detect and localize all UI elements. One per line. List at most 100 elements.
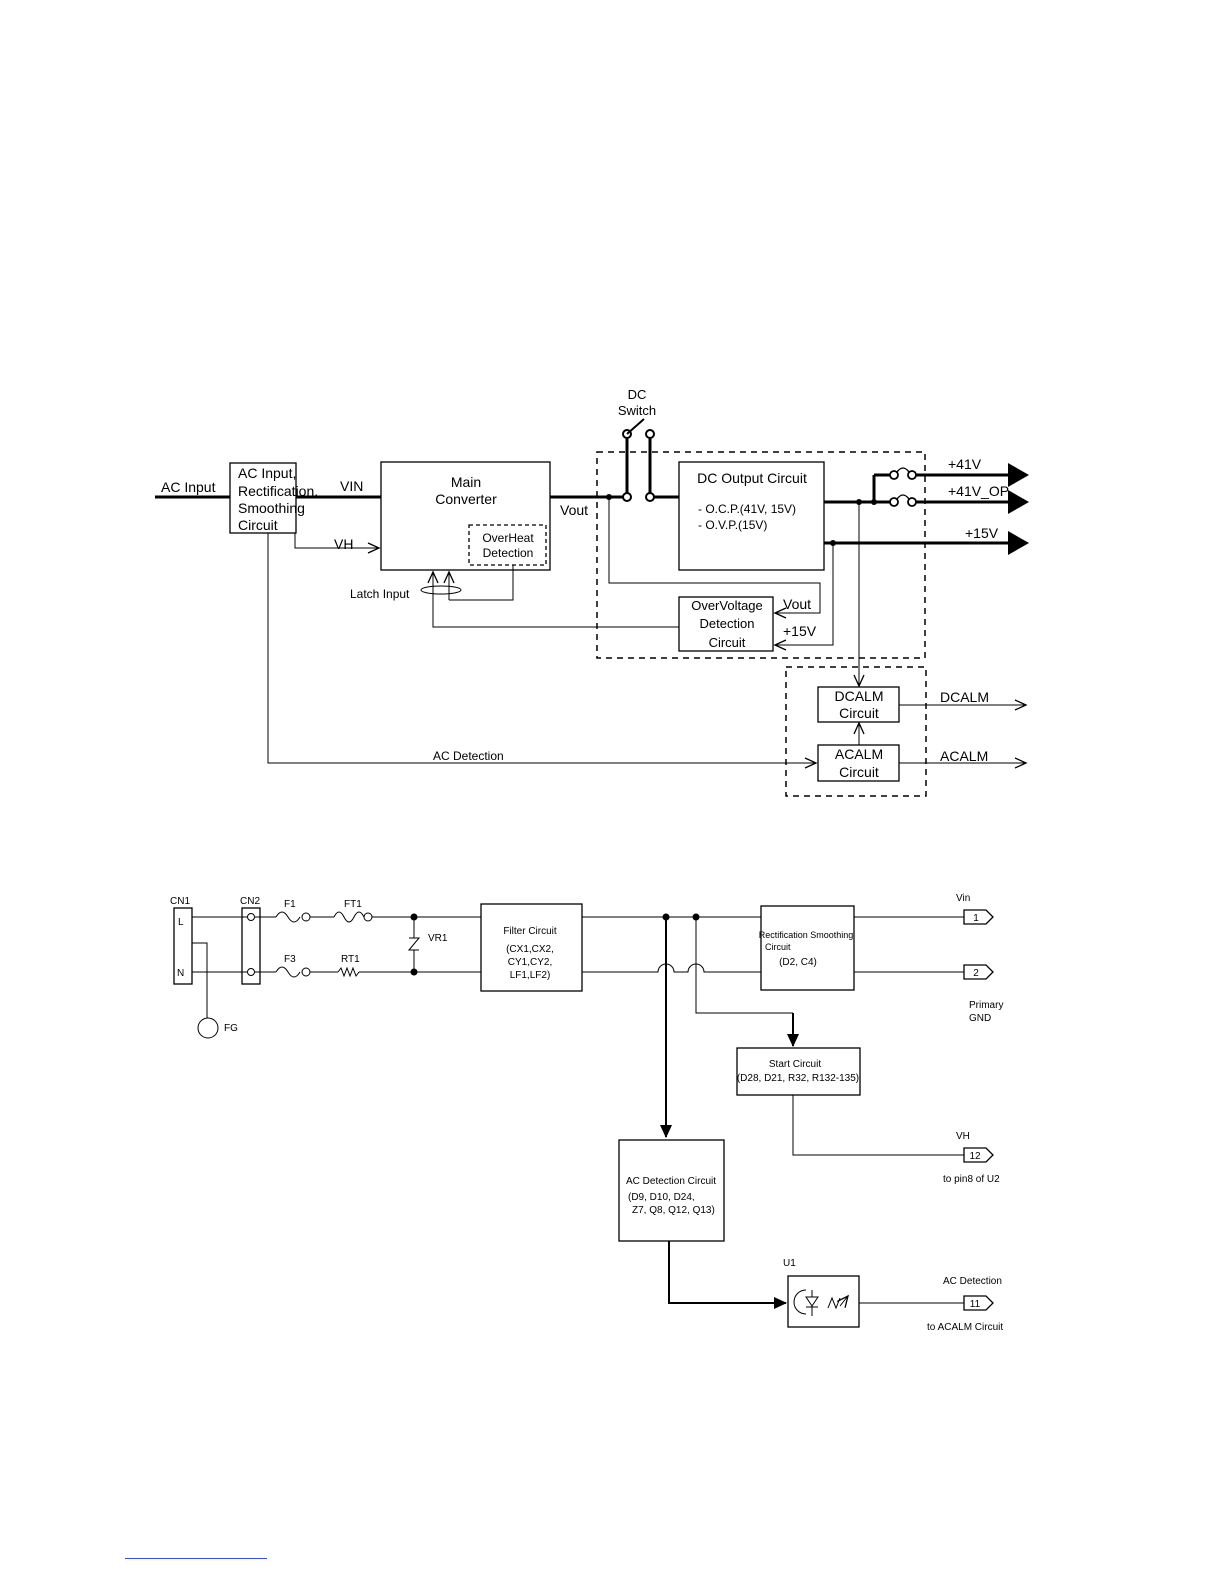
acdet-to-u1 (668, 1241, 787, 1309)
vh-out-label: VH (956, 1131, 970, 1142)
u1-bracket (793, 1289, 807, 1315)
overheat-feedback-line (449, 565, 514, 601)
vin-out-label: Vin (956, 893, 970, 904)
pin12-flag (963, 1147, 994, 1163)
ovp-vout-label: Vout (783, 596, 811, 612)
alarm-region (785, 666, 927, 797)
cn2-connector (241, 907, 261, 985)
ac-detection-line (267, 533, 818, 769)
ovp-vout-feed (608, 497, 821, 619)
f1-label: F1 (284, 899, 296, 910)
cn1-connector (173, 907, 193, 985)
dc-output-item1: - O.C.P.(41V, 15V) (698, 502, 796, 516)
rect-block (760, 905, 855, 991)
pin2-flag (963, 964, 994, 980)
out-15v-label: +15V (965, 525, 999, 541)
acdet-out-label: AC Detection (943, 1276, 1002, 1287)
rail-bottom (582, 963, 761, 973)
rect-line1: Rectification Smoothing (759, 930, 854, 940)
overheat-line2: Detection (483, 546, 534, 560)
overheat-block (468, 524, 547, 566)
dcalm-line1: DCALM (834, 688, 883, 704)
ac-input-label: AC Input (161, 479, 216, 495)
f3-label: F3 (284, 954, 296, 965)
pin1-label: 1 (973, 913, 979, 924)
vout-label: Vout (560, 502, 588, 518)
rt1-label: RT1 (341, 954, 360, 965)
ft1-node (363, 912, 373, 922)
out-41vop-label: +41V_OP (948, 483, 1009, 499)
overheat-line1: OverHeat (482, 531, 534, 545)
switch-contact-3 (622, 492, 632, 502)
vh-out-line (792, 1095, 964, 1156)
pin-l-label: L (178, 917, 184, 928)
u1-label: U1 (783, 1258, 796, 1269)
acdet-line3: Z7, Q8, Q12, Q13) (632, 1205, 715, 1216)
fg-terminal (197, 1017, 219, 1039)
ac-block-line4: Circuit (238, 517, 278, 533)
ft1-fuse (333, 911, 365, 923)
fuse-41v-b (907, 470, 917, 480)
dc-switch-line2: Switch (618, 403, 656, 418)
main-converter-line1: Main (451, 474, 481, 490)
start-feed-line (695, 917, 793, 1014)
input-schematic: CN1 L N FG CN2 F1 FT1 F3 RT1 (170, 893, 1003, 1333)
filter-block (480, 903, 583, 992)
dc-output-title: DC Output Circuit (697, 470, 807, 486)
f1-node (301, 912, 311, 922)
latch-input-label: Latch Input (350, 587, 410, 601)
out-41v-junction (871, 499, 877, 505)
acalm-out-label: ACALM (940, 748, 988, 764)
out-41v-label: +41V (948, 456, 982, 472)
vr1-label: VR1 (428, 933, 448, 944)
f3-fuse (275, 966, 301, 978)
ovp-line3: Circuit (709, 635, 746, 650)
primary-gnd-line1: Primary (969, 1000, 1003, 1011)
pin-n-label: N (177, 968, 184, 979)
ac-block-line3: Smoothing (238, 500, 305, 516)
f1-fuse (275, 911, 301, 923)
start-line2: (D28, D21, R32, R132-135) (737, 1073, 859, 1084)
rect-line3: (D2, C4) (779, 957, 817, 968)
dcalm-line2: Circuit (839, 705, 879, 721)
ovp-line2: Detection (700, 616, 755, 631)
to-pin8-label: to pin8 of U2 (943, 1174, 1000, 1185)
pin1-flag (963, 909, 994, 925)
ovp-15v-label: +15V (783, 623, 817, 639)
block-diagram: AC Input AC Input, Rectification, Smooth… (155, 387, 1029, 797)
latch-ellipse (420, 585, 462, 595)
switch-contact-2 (645, 429, 655, 439)
filter-line1: Filter Circuit (503, 926, 557, 937)
fuse-41vop-a (889, 497, 899, 507)
dcalm-block (817, 686, 900, 723)
footnote-rule (125, 1558, 267, 1559)
filter-line2: (CX1,CX2, (506, 944, 554, 955)
switch-blade (626, 418, 645, 435)
dc-output-region (596, 451, 926, 659)
acdet-line1: AC Detection Circuit (626, 1176, 716, 1187)
vh-label: VH (334, 536, 353, 552)
ovp-15v-feed (773, 543, 834, 651)
fg-wire (192, 942, 208, 1018)
ovp-line1: OverVoltage (691, 598, 763, 613)
vin-label: VIN (340, 478, 363, 494)
fuse-41v-link (896, 467, 910, 473)
dc-output-block (678, 461, 825, 571)
ft1-label: FT1 (344, 899, 362, 910)
f3-node (301, 967, 311, 977)
start-line1: Start Circuit (769, 1059, 821, 1070)
start-block (736, 1047, 861, 1096)
filter-line3: CY1,CY2, (508, 957, 552, 968)
cn1-label: CN1 (170, 896, 190, 907)
cn2-label: CN2 (240, 896, 260, 907)
pin12-label: 12 (969, 1151, 981, 1162)
fuse-41v-a (889, 470, 899, 480)
dcalm-out-label: DCALM (940, 689, 989, 705)
acdet-block (618, 1139, 725, 1242)
fuse-41vop-link (896, 494, 910, 500)
vh-line (294, 533, 381, 554)
u1-block (787, 1275, 860, 1328)
ovp-block (678, 596, 774, 652)
acalm-line1: ACALM (835, 746, 883, 762)
